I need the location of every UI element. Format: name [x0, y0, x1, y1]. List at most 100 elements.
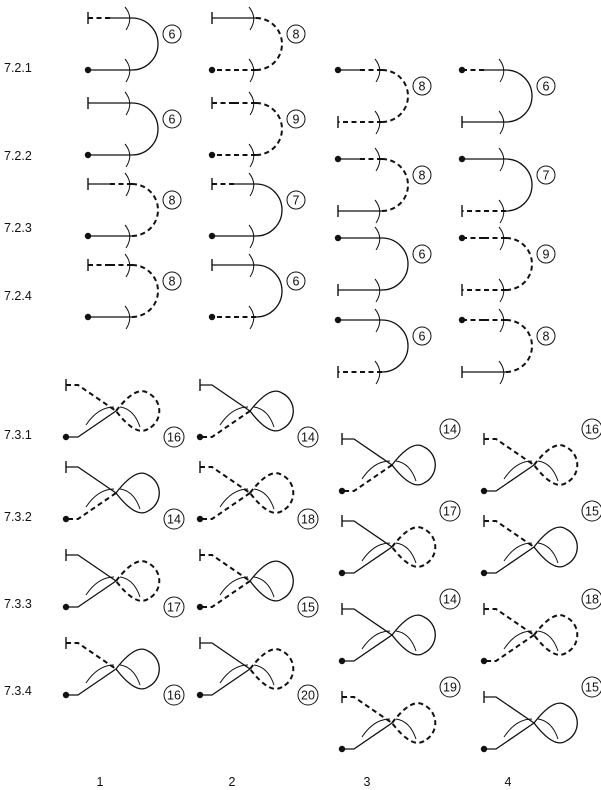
loop-end-dot [62, 691, 70, 699]
loop-lower-lead [66, 668, 117, 696]
u-top-hole-arc [374, 58, 381, 83]
loop-upper-lead [66, 466, 117, 494]
u-end-dot [334, 66, 342, 74]
u-figure: 6 [84, 6, 182, 83]
number-badge [439, 500, 461, 522]
loop-lower-lead [342, 546, 393, 574]
loop-end-dot [480, 487, 488, 495]
u-bottom-hole-arc [374, 278, 381, 303]
number-badge-label: 6 [293, 274, 300, 288]
loop-hole-arc-right [253, 664, 275, 686]
loop-end-dot [196, 515, 204, 523]
loop-hole-arc-right [537, 460, 559, 482]
number-badge [412, 244, 432, 264]
u-end-dot [458, 234, 466, 242]
loop-figure: 14 [338, 418, 461, 495]
number-badge-label: 14 [167, 512, 181, 526]
loop-hole-arc-left [361, 542, 391, 562]
loop-hole-arc-left [503, 460, 533, 480]
u-figure: 6 [334, 308, 432, 385]
u-top-hole-arc [374, 147, 381, 172]
u-top-hole-arc [124, 172, 131, 197]
loop-upper-bend [115, 648, 160, 688]
loop-upper-bend [249, 390, 294, 430]
loop-hole-arc-left [85, 406, 115, 426]
number-badge-label: 8 [293, 27, 300, 41]
loop-lower-bend [391, 464, 425, 486]
u-bottom-hole-arc [124, 58, 131, 83]
u-end-dot [208, 151, 216, 159]
loop-lower-lead [484, 464, 535, 492]
loop-figure: 14 [62, 461, 185, 530]
loop-lower-bend [249, 410, 283, 432]
u-figure: 8 [334, 58, 432, 135]
loop-upper-bend [533, 444, 579, 484]
number-badge-label: 20 [301, 688, 315, 702]
u-bottom-hole-arc [124, 224, 131, 249]
number-badge-label: 15 [585, 680, 599, 694]
loop-lower-bend [391, 546, 425, 568]
loop-hole-arc-left [503, 542, 533, 562]
u-end-dot [458, 316, 466, 324]
row-label: 7.2.2 [4, 149, 32, 163]
loop-hole-arc-right [537, 718, 559, 740]
loop-hole-arc-left [219, 664, 249, 684]
number-badge-label: 18 [585, 592, 599, 606]
number-badge [297, 426, 319, 448]
loop-upper-bend [533, 526, 578, 566]
loop-upper-lead [484, 696, 535, 724]
loop-hole-arc-right [253, 406, 275, 428]
number-badge [581, 588, 601, 610]
number-badge-label: 8 [169, 193, 176, 207]
u-figure: 8 [84, 172, 182, 249]
loop-upper-lead [200, 554, 251, 582]
loop-lower-bend [533, 546, 567, 568]
u-bend [255, 17, 283, 71]
u-figure: 7 [458, 147, 556, 224]
loop-lower-bend [115, 492, 149, 514]
u-figure: 6 [458, 58, 556, 135]
number-badge-label: 9 [293, 112, 300, 126]
loop-lower-lead [200, 410, 251, 438]
u-top-hole-arc [248, 172, 255, 197]
loop-figure: 15 [480, 500, 601, 577]
loop-hole-arc-left [361, 718, 391, 738]
loop-upper-bend [249, 472, 295, 512]
u-end-dot [334, 234, 342, 242]
u-bend [255, 102, 283, 156]
loop-lower-lead [200, 492, 251, 520]
loop-hole-arc-right [253, 488, 275, 510]
u-end-dot [458, 155, 466, 163]
number-badge-label: 18 [301, 512, 315, 526]
loop-figure: 19 [338, 676, 461, 753]
loop-hole-arc-right [119, 664, 141, 686]
number-badge-label: 6 [169, 27, 176, 41]
loop-hole-arc-left [85, 488, 115, 508]
loop-upper-lead [342, 608, 393, 636]
number-badge-label: 8 [169, 274, 176, 288]
loop-lower-lead [342, 722, 393, 750]
row-label: 7.2.3 [4, 221, 32, 235]
loop-end-dot [62, 515, 70, 523]
loop-upper-lead [484, 608, 535, 636]
loop-hole-arc-left [219, 406, 249, 426]
number-badge [163, 684, 185, 706]
loop-upper-bend [115, 472, 160, 512]
loop-end-dot [62, 603, 70, 611]
loop-upper-lead [342, 438, 393, 466]
loop-end-dot [196, 603, 204, 611]
number-badge [536, 165, 556, 185]
number-badge-label: 16 [167, 430, 181, 444]
loop-hole-arc-left [503, 630, 533, 650]
u-end-dot [458, 66, 466, 74]
loop-lower-lead [200, 580, 251, 608]
loop-hole-arc-right [537, 630, 559, 652]
column-label: 3 [364, 775, 371, 789]
loop-figure: 17 [338, 500, 461, 577]
u-bend [381, 237, 409, 291]
loop-lower-lead [66, 580, 117, 608]
loop-upper-bend [115, 390, 161, 430]
u-bottom-hole-arc [498, 199, 505, 224]
